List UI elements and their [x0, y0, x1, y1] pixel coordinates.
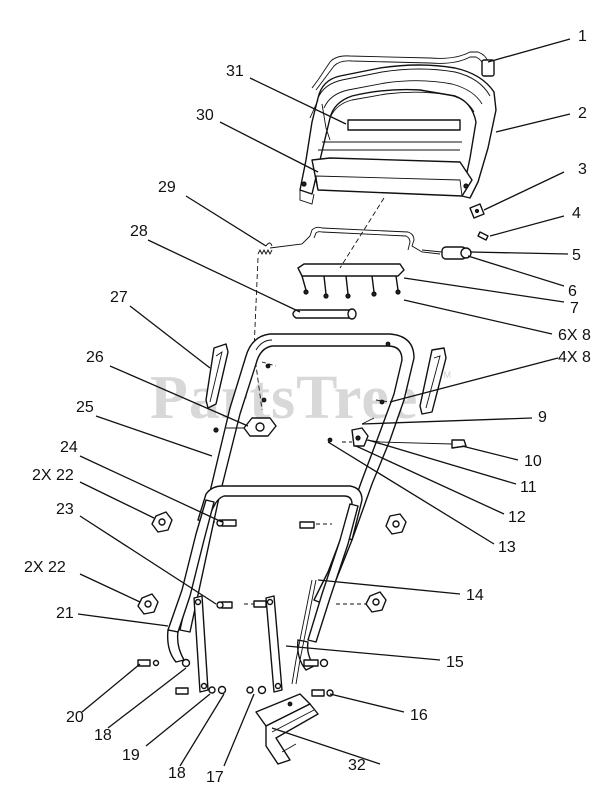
fasteners-screws[interactable]: [261, 341, 391, 405]
callout-18-upper: 18: [94, 727, 112, 744]
callout-labels: 1 2 3 4 5 6 7 6X 8 4X 8 9 10 11 12 13 14…: [24, 28, 591, 786]
part-spring[interactable]: [257, 242, 273, 256]
part-base-bracket[interactable]: [255, 693, 319, 765]
callout-19: 19: [122, 747, 140, 764]
part-cable-bracket[interactable]: [297, 263, 405, 299]
part-handle-knob-lower-right[interactable]: [365, 591, 387, 613]
callout-18-lower: 18: [168, 765, 186, 782]
callout-21: 21: [56, 605, 74, 622]
callout-1: 1: [578, 28, 587, 45]
callout-13: 13: [498, 539, 516, 556]
callout-4: 4: [572, 205, 581, 222]
part-grip-cover-left[interactable]: [205, 343, 229, 409]
callout-31: 31: [226, 63, 244, 80]
callout-30: 30: [196, 107, 214, 124]
part-handle-knob-upper-right[interactable]: [385, 513, 407, 535]
callout-6: 6: [568, 283, 577, 300]
part-upper-handle[interactable]: [179, 333, 415, 633]
part-link-arm-right[interactable]: [265, 595, 283, 693]
leader-lines: [77, 38, 571, 767]
part-cable-guide[interactable]: [213, 417, 277, 437]
part-carriage-bolts[interactable]: [216, 519, 315, 609]
callout-4x8: 4X 8: [558, 349, 591, 366]
callout-10: 10: [524, 453, 542, 470]
callout-3: 3: [578, 161, 587, 178]
callout-2x22-upper: 2X 22: [32, 467, 74, 484]
part-link-arm-left[interactable]: [193, 595, 209, 693]
part-bolts-nuts-lower[interactable]: [137, 658, 334, 697]
callout-29: 29: [158, 179, 176, 196]
callout-23: 23: [56, 501, 74, 518]
callout-9: 9: [538, 409, 547, 426]
callout-6x8: 6X 8: [558, 327, 591, 344]
callout-15: 15: [446, 654, 464, 671]
part-upper-handle-console[interactable]: [299, 64, 497, 205]
part-handle-knob-upper-left[interactable]: [151, 511, 173, 533]
part-grip-cover-right[interactable]: [419, 347, 447, 415]
callout-25: 25: [76, 399, 94, 416]
part-screw-4[interactable]: [477, 231, 489, 241]
part-rod[interactable]: [291, 579, 317, 685]
callout-7: 7: [570, 300, 579, 317]
part-grip-tube[interactable]: [292, 308, 357, 320]
callout-27: 27: [110, 289, 128, 306]
callout-5: 5: [572, 247, 581, 264]
callout-32: 32: [348, 757, 366, 774]
part-cable-clamp[interactable]: [327, 417, 467, 449]
part-control-bail[interactable]: [311, 51, 495, 91]
callout-20: 20: [66, 709, 84, 726]
callout-12: 12: [508, 509, 526, 526]
callout-28: 28: [130, 223, 148, 240]
part-bracket[interactable]: [469, 203, 485, 219]
callout-11: 11: [520, 479, 537, 496]
callout-26: 26: [86, 349, 104, 366]
callout-2x22-lower: 2X 22: [24, 559, 66, 576]
callout-16: 16: [410, 707, 428, 724]
part-lower-handle[interactable]: [166, 485, 363, 671]
callout-14: 14: [466, 587, 484, 604]
watermark-text: PartsTree: [150, 364, 418, 432]
part-throttle-cable[interactable]: [269, 226, 472, 260]
watermark-trademark: TM: [438, 370, 451, 380]
callout-17: 17: [206, 769, 224, 786]
callout-24: 24: [60, 439, 78, 456]
part-handle-knob-lower-left[interactable]: [137, 593, 159, 615]
callout-2: 2: [578, 105, 587, 122]
